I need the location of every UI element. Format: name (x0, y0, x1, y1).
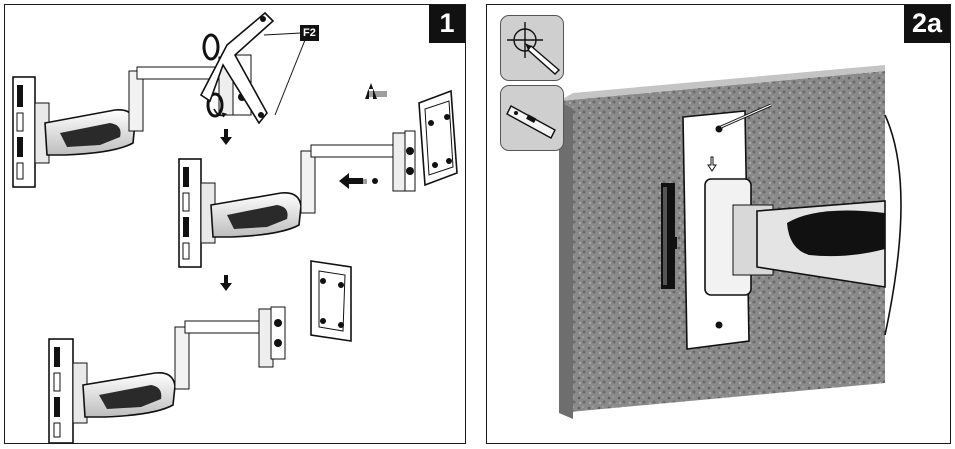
down-arrow-icon (220, 275, 232, 291)
step-number-badge: 1 (429, 5, 465, 43)
wall-mount-assembly-b (178, 83, 458, 268)
pencil-marking-icon (500, 15, 564, 81)
step-2a-panel: 2a (486, 4, 951, 444)
spirit-level-icon (500, 85, 564, 151)
step-1-illustration (12, 11, 458, 443)
step-1-panel: F2 1 (4, 4, 466, 444)
wall-mount-assembly-c (48, 260, 352, 443)
wall-mount-assembly-a (12, 11, 308, 188)
step-number-badge: 2a (904, 5, 950, 43)
spirit-level (661, 183, 677, 289)
part-callout-f2: F2 (300, 25, 319, 41)
swing-arm (704, 114, 902, 336)
step-2a-illustration (559, 65, 902, 419)
down-arrow-icon (220, 129, 232, 145)
